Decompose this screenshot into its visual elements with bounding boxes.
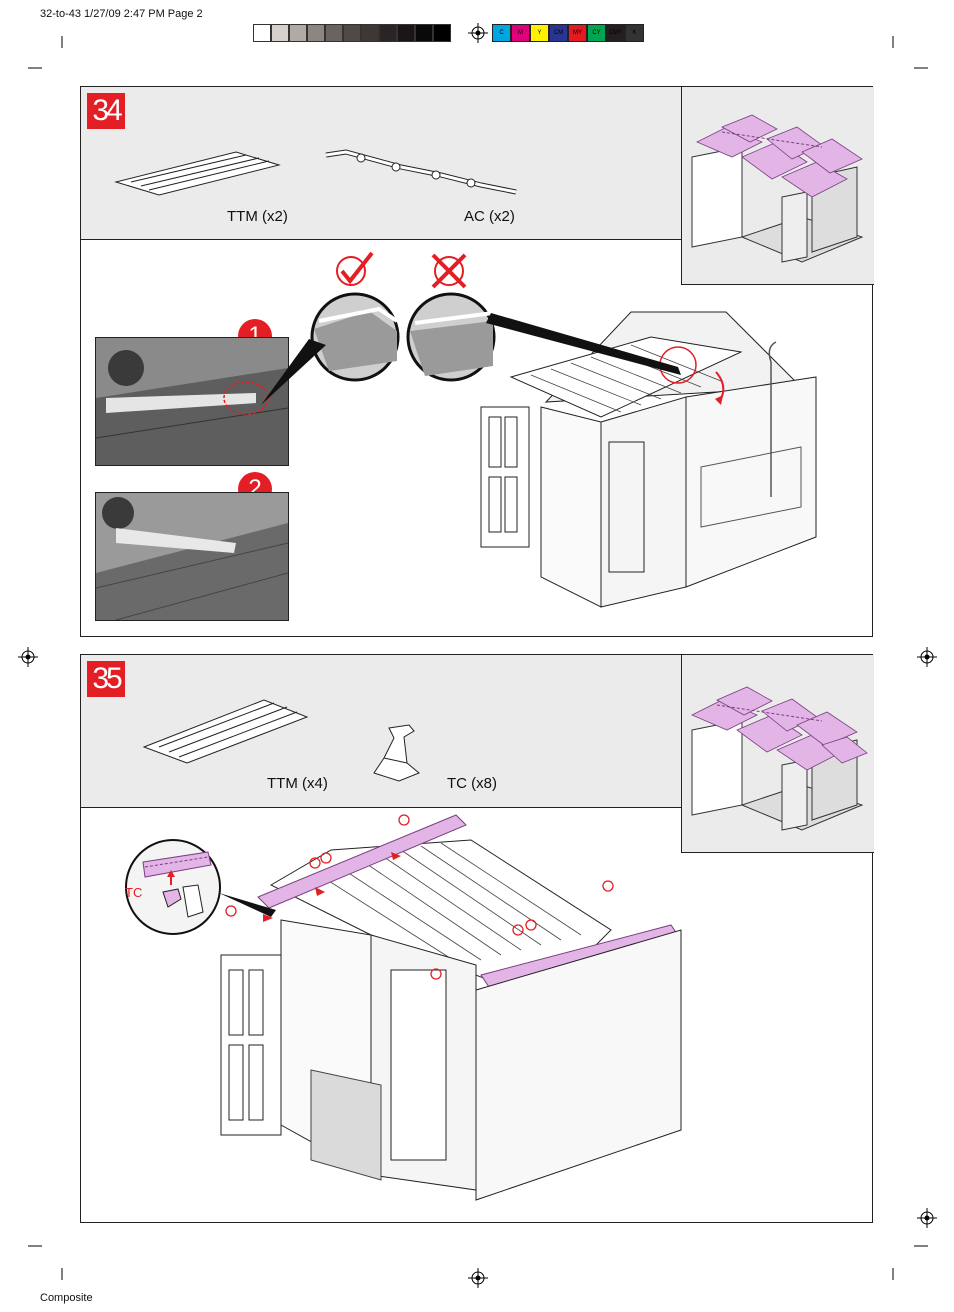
gray-swatch	[433, 24, 451, 42]
step-35-panel: 35 TTM (x4) TC (x8) TC	[80, 654, 874, 1223]
cmy-swatch: K	[625, 24, 644, 42]
step-34-number-badge: 34	[87, 93, 125, 129]
cmy-swatch: M	[511, 24, 530, 42]
gray-swatch	[361, 24, 379, 42]
gray-swatch	[379, 24, 397, 42]
check-mark-icon	[336, 251, 374, 286]
cmy-swatch: CM	[549, 24, 568, 42]
gray-swatch	[343, 24, 361, 42]
gray-swatch	[415, 24, 433, 42]
sub-step-1-photo	[95, 337, 289, 466]
cross-mark-icon	[431, 253, 467, 289]
callout-leader-lines	[261, 313, 681, 405]
registration-mark-icon	[468, 1268, 488, 1288]
print-job-line: 32-to-43 1/27/09 2:47 PM Page 2	[40, 8, 203, 20]
gray-swatch	[397, 24, 415, 42]
ttm-panel-part-illustration	[114, 151, 281, 196]
cmy-swatch: C	[492, 24, 511, 42]
tc-callout-label: TC	[125, 885, 143, 900]
step-35-overview-thumbnail	[681, 655, 874, 853]
step-35-part-label-ttm: TTM (x4)	[267, 775, 328, 792]
step-35-shed-illustration	[220, 814, 682, 1201]
cmy-swatch: CY	[587, 24, 606, 42]
step-35-part-label-tc: TC (x8)	[447, 775, 497, 792]
gray-swatch	[307, 24, 325, 42]
step-34-panel: 34 TTM (x2) AC (x2) 1 2	[80, 86, 874, 637]
gray-swatch	[325, 24, 343, 42]
tc-detail-circle	[125, 839, 221, 935]
tc-clip-part-illustration	[373, 724, 420, 782]
incorrect-fit-detail-circle	[406, 292, 496, 382]
correct-fit-detail-circle	[310, 292, 400, 382]
step-35-number-badge: 35	[87, 661, 125, 697]
gray-swatch	[289, 24, 307, 42]
registration-mark-icon	[468, 23, 488, 43]
step-34-part-label-ttm: TTM (x2)	[227, 208, 288, 225]
cmy-swatch: MY	[568, 24, 587, 42]
registration-mark-icon	[18, 647, 38, 667]
cmy-swatch: CMY	[606, 24, 625, 42]
registration-mark-icon	[917, 647, 937, 667]
gray-swatch	[271, 24, 289, 42]
step-34-overview-thumbnail	[681, 87, 874, 285]
gray-swatch	[253, 24, 271, 42]
step-34-part-label-ac: AC (x2)	[464, 208, 515, 225]
ac-cap-part-illustration	[325, 149, 517, 195]
tc-callout-leader	[219, 893, 276, 917]
sub-step-2-photo	[95, 492, 289, 621]
step-34-shed-illustration	[480, 311, 817, 608]
print-footer-label: Composite	[40, 1292, 93, 1304]
ttm-panel-part-illustration	[142, 699, 309, 764]
gray-color-bar	[253, 24, 451, 42]
registration-mark-icon	[917, 1208, 937, 1228]
step-35-parts-bar	[81, 655, 681, 808]
cmy-swatch: Y	[530, 24, 549, 42]
